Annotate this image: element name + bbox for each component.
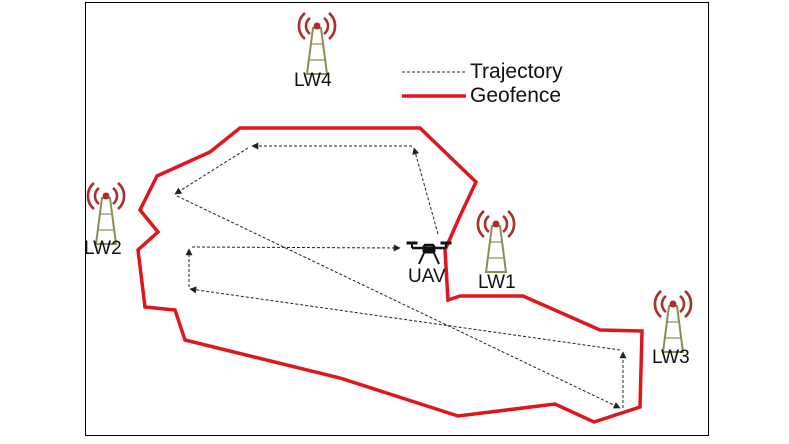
drone-icon [406, 241, 452, 265]
legend-trajectory-label: Trajectory [470, 60, 563, 83]
node-label-lw1: LW1 [478, 272, 516, 293]
trajectory-path [174, 142, 627, 409]
antenna-tower-icon [86, 181, 126, 246]
antenna-tower-icon [653, 289, 693, 354]
node-label-lw2: LW2 [84, 238, 122, 259]
diagram-frame [85, 2, 709, 436]
node-label-lw3: LW3 [652, 347, 690, 368]
antenna-tower-icon [297, 11, 337, 76]
node-label-uav: UAV [408, 266, 446, 287]
node-label-lw4: LW4 [294, 70, 332, 91]
antenna-tower-icon [476, 209, 516, 274]
legend-geofence-label: Geofence [470, 84, 562, 107]
geofence-boundary [136, 126, 644, 424]
